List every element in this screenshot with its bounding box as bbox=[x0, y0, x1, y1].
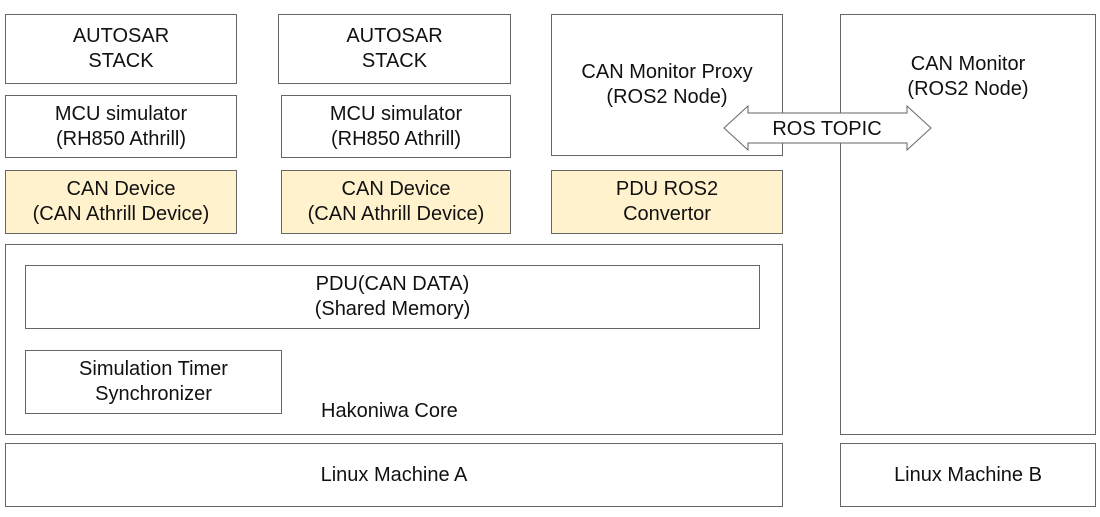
pdu-shared-memory: PDU(CAN DATA) (Shared Memory) bbox=[25, 265, 760, 329]
pdu-shared-memory-line2: (Shared Memory) bbox=[314, 298, 471, 320]
mcu-simulator-b-line2: (RH850 Athrill) bbox=[330, 127, 462, 150]
linux-machine-b: Linux Machine B bbox=[840, 443, 1096, 507]
pdu-ros2-convertor: PDU ROS2 Convertor bbox=[551, 170, 783, 234]
mcu-simulator-b: MCU simulator (RH850 Athrill) bbox=[281, 95, 511, 158]
can-monitor-proxy-line1: CAN Monitor Proxy bbox=[581, 61, 753, 83]
can-device-b-line1: CAN Device bbox=[341, 178, 451, 200]
pdu-ros2-convertor-line1: PDU ROS2 bbox=[615, 178, 719, 200]
can-monitor-proxy-line2: (ROS2 Node) bbox=[606, 86, 728, 108]
linux-machine-a-label: Linux Machine A bbox=[320, 463, 468, 486]
autosar-stack-a-line1: AUTOSAR bbox=[72, 25, 170, 47]
pdu-ros2-convertor-line2: Convertor bbox=[623, 203, 711, 225]
can-device-a: CAN Device (CAN Athrill Device) bbox=[5, 170, 237, 234]
autosar-stack-a-line2: STACK bbox=[88, 50, 154, 72]
simulation-timer-line2: Synchronizer bbox=[95, 383, 212, 405]
ros-topic-arrow-shape bbox=[723, 104, 932, 152]
can-device-a-line2: (CAN Athrill Device) bbox=[32, 203, 210, 225]
autosar-stack-b-line2: STACK bbox=[361, 50, 428, 72]
mcu-simulator-a-line1: MCU simulator bbox=[54, 102, 188, 125]
can-monitor: CAN Monitor (ROS2 Node) bbox=[840, 14, 1096, 435]
ros-topic-label: ROS TOPIC bbox=[772, 118, 881, 140]
pdu-shared-memory-line1: PDU(CAN DATA) bbox=[315, 273, 470, 295]
can-device-b-line2: (CAN Athrill Device) bbox=[307, 203, 485, 225]
linux-machine-b-label: Linux Machine B bbox=[894, 463, 1042, 486]
simulation-timer-line1: Simulation Timer bbox=[79, 358, 228, 380]
mcu-simulator-b-line1: MCU simulator bbox=[329, 102, 463, 125]
can-monitor-line2: (ROS2 Node) bbox=[907, 78, 1029, 100]
autosar-stack-a: AUTOSAR STACK bbox=[5, 14, 237, 84]
autosar-stack-b: AUTOSAR STACK bbox=[278, 14, 511, 84]
hakoniwa-core-label: Hakoniwa Core bbox=[321, 400, 458, 422]
autosar-stack-b-line1: AUTOSAR bbox=[346, 25, 443, 47]
can-device-a-line1: CAN Device bbox=[66, 178, 176, 200]
can-device-b: CAN Device (CAN Athrill Device) bbox=[281, 170, 511, 234]
linux-machine-a: Linux Machine A bbox=[5, 443, 783, 507]
simulation-timer-synchronizer: Simulation Timer Synchronizer bbox=[25, 350, 282, 414]
mcu-simulator-a-line2: (RH850 Athrill) bbox=[55, 127, 187, 150]
mcu-simulator-a: MCU simulator (RH850 Athrill) bbox=[5, 95, 237, 158]
can-monitor-proxy: CAN Monitor Proxy (ROS2 Node) bbox=[551, 14, 783, 156]
can-monitor-line1: CAN Monitor bbox=[910, 53, 1026, 75]
